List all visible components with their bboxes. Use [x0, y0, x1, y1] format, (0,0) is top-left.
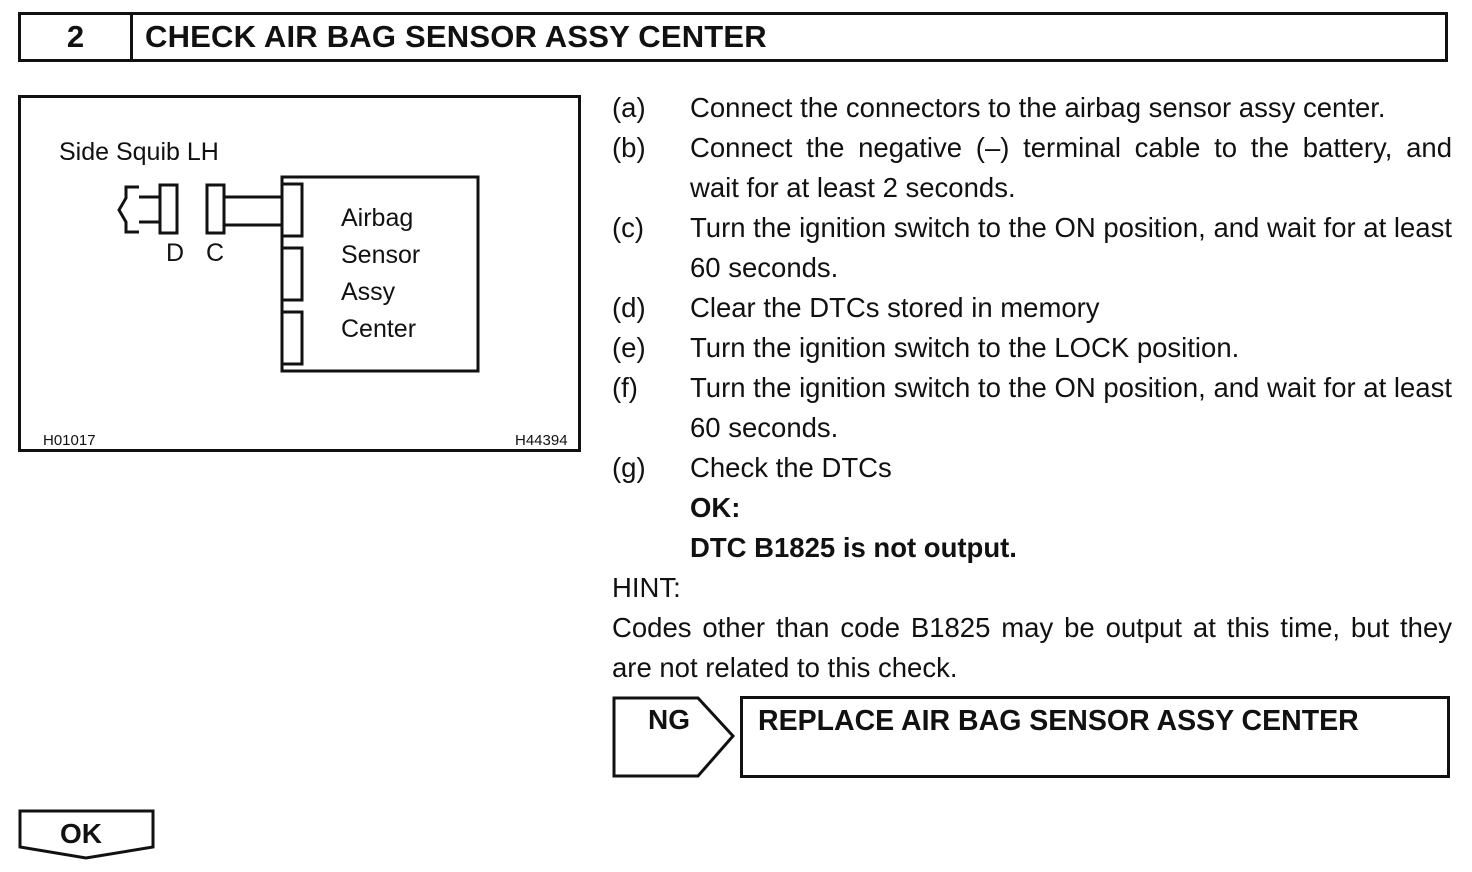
ok-tag-shape	[18, 809, 155, 860]
ok-tag-label: OK	[60, 818, 102, 849]
ng-action-box: REPLACE AIR BAG SENSOR ASSY CENTER	[740, 696, 1450, 778]
step-label: (c)	[612, 212, 645, 243]
step-label: (g)	[612, 452, 646, 483]
ecu-label-line-1: Airbag	[341, 204, 413, 232]
step-label: (f)	[612, 372, 638, 403]
ecu-label-line-4: Center	[341, 315, 416, 343]
ng-tag-shape	[612, 696, 736, 778]
ecu-label-line-3: Assy	[341, 278, 396, 306]
figure-code-left: H01017	[43, 432, 96, 449]
ok-criteria-result: DTC B1825 is not output.	[690, 532, 1017, 563]
step-header: 2 CHECK AIR BAG SENSOR ASSY CENTER	[18, 12, 1448, 62]
step-text: Connect the connectors to the airbag sen…	[690, 92, 1386, 123]
step-number: 2	[21, 15, 133, 59]
step-f: (f) Turn the ignition switch to the ON p…	[612, 368, 1452, 448]
side-squib-label: Side Squib LH	[59, 138, 219, 166]
ng-action-text: REPLACE AIR BAG SENSOR ASSY CENTER	[758, 705, 1359, 737]
wiring-diagram: Side Squib LH D C Airbag Sensor Assy Cen…	[18, 95, 581, 452]
step-d: (d) Clear the DTCs stored in memory	[612, 288, 1452, 328]
squib-plug-shape	[117, 185, 139, 234]
connector-c-label: C	[206, 239, 224, 267]
connector-d-label: D	[166, 239, 184, 267]
step-a: (a) Connect the connectors to the airbag…	[612, 88, 1452, 128]
hint-text: Codes other than code B1825 may be outpu…	[612, 612, 1452, 683]
step-title: CHECK AIR BAG SENSOR ASSY CENTER	[145, 19, 767, 54]
procedure-steps: (a) Connect the connectors to the airbag…	[612, 88, 1452, 688]
step-label: (a)	[612, 92, 646, 123]
step-text: Connect the negative (–) terminal cable …	[690, 132, 1452, 203]
ecu-connector-3	[280, 310, 304, 366]
figure-code-right: H44394	[515, 432, 568, 449]
step-b: (b) Connect the negative (–) terminal ca…	[612, 128, 1452, 208]
step-text: Clear the DTCs stored in memory	[690, 292, 1100, 323]
ok-tag: OK	[18, 809, 155, 860]
ng-tag: NG	[612, 696, 736, 778]
ecu-connector-1	[280, 182, 304, 238]
hint-label: HINT:	[612, 572, 681, 603]
step-g: (g) Check the DTCs	[612, 448, 1452, 488]
wiring-diagram-svg: Side Squib LH D C Airbag Sensor Assy Cen…	[43, 138, 568, 449]
step-text: Turn the ignition switch to the ON posit…	[690, 212, 1452, 283]
step-e: (e) Turn the ignition switch to the LOCK…	[612, 328, 1452, 368]
ecu-label-line-2: Sensor	[341, 241, 420, 269]
step-text: Turn the ignition switch to the ON posit…	[690, 372, 1452, 443]
step-label: (d)	[612, 292, 646, 323]
connector-c-shape	[205, 183, 226, 235]
ecu-connector-2	[280, 246, 304, 302]
ng-tag-label: NG	[648, 704, 690, 735]
connector-d-shape	[158, 183, 179, 235]
ok-criteria-label: OK:	[690, 492, 741, 523]
step-label: (e)	[612, 332, 646, 363]
step-label: (b)	[612, 132, 646, 163]
step-text: Check the DTCs	[690, 452, 892, 483]
step-c: (c) Turn the ignition switch to the ON p…	[612, 208, 1452, 288]
step-text: Turn the ignition switch to the LOCK pos…	[690, 332, 1240, 363]
